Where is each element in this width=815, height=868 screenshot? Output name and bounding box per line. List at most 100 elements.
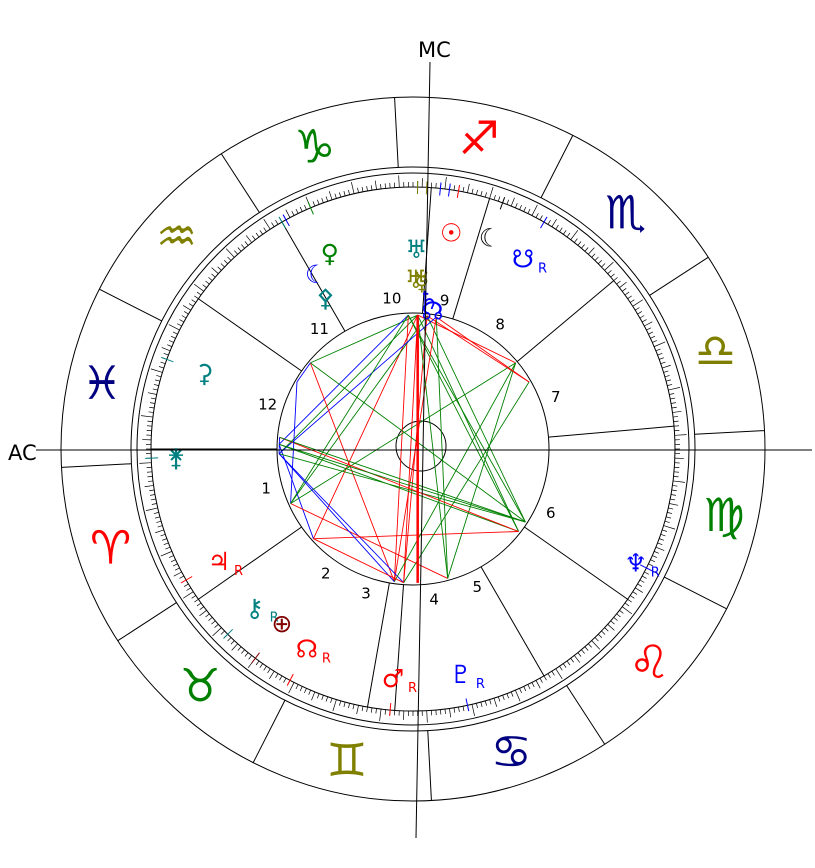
- degree-tick: [168, 340, 174, 343]
- degree-tick: [547, 673, 551, 679]
- degree-tick: [199, 610, 207, 617]
- degree-tick: [237, 646, 242, 651]
- degree-tick: [370, 707, 373, 713]
- house-cusp-line: [367, 582, 390, 708]
- degree-tick: [655, 348, 661, 352]
- degree-tick: [328, 191, 333, 200]
- degree-tick: [667, 384, 673, 386]
- degree-tick: [669, 503, 679, 506]
- house-number: 7: [551, 388, 561, 406]
- degree-tick: [639, 315, 645, 319]
- degree-tick: [170, 559, 176, 563]
- degree-tick: [152, 388, 158, 391]
- degree-tick: [657, 542, 663, 546]
- degree-tick: [275, 673, 279, 679]
- house-cusp-line: [548, 425, 675, 438]
- juno-icon: ⚵: [167, 443, 185, 472]
- degree-tick: [361, 706, 364, 712]
- degree-tick: [227, 637, 232, 642]
- degree-tick: [179, 319, 185, 323]
- sagittarius-sign: ♐: [458, 111, 499, 165]
- degree-tick: [312, 201, 316, 207]
- degree-tick: [145, 507, 158, 511]
- degree-tick: [283, 677, 287, 683]
- house-number: 8: [495, 315, 505, 333]
- degree-tick: [356, 705, 359, 715]
- degree-tick: [657, 352, 663, 356]
- degree-tick: [241, 244, 245, 249]
- sun-icon: ☉: [440, 218, 462, 247]
- house-cusp-line: [480, 566, 545, 677]
- pisces-sign: ♓: [81, 356, 122, 410]
- sign-glyphs: ♑♐♏♎♍♌♋♊♉♈♓♒: [81, 111, 744, 787]
- degree-tick: [241, 649, 245, 654]
- degree-tick: [361, 186, 364, 192]
- degree-tick: [559, 227, 563, 232]
- degree-tick: [635, 587, 644, 593]
- degree-tick: [591, 640, 601, 650]
- retrograde-mark: R: [538, 261, 547, 276]
- aspect-line: [279, 436, 519, 532]
- house-number: 1: [261, 479, 271, 497]
- degree-tick: [559, 666, 563, 671]
- mars-icon: ♂: [382, 664, 404, 693]
- degree-tick: [555, 224, 559, 230]
- degree-tick: [531, 682, 535, 688]
- midheaven-label: MC: [418, 38, 451, 62]
- planet-position-marker: [439, 182, 442, 196]
- degree-tick: [223, 259, 228, 264]
- degree-tick: [352, 704, 355, 710]
- degree-tick: [155, 516, 161, 519]
- libra-sign: ♎: [695, 324, 736, 378]
- aspect-line: [393, 316, 437, 582]
- degree-tick: [150, 368, 163, 373]
- degree-tick: [214, 624, 219, 628]
- degree-tick: [163, 352, 169, 356]
- degree-tick: [497, 196, 501, 202]
- degree-tick: [480, 191, 483, 197]
- degree-tick: [285, 209, 291, 218]
- house-cusp-line: [516, 280, 615, 362]
- degree-tick: [348, 703, 350, 709]
- degree-tick: [259, 663, 264, 668]
- degree-tick: [673, 416, 679, 418]
- degree-tick: [630, 299, 635, 303]
- degree-tick: [613, 617, 618, 621]
- degree-tick: [147, 392, 157, 395]
- degree-tick: [316, 199, 320, 205]
- degree-tick: [577, 652, 582, 657]
- degree-tick: [607, 624, 615, 631]
- degree-tick: [150, 397, 156, 400]
- degree-tick: [252, 235, 256, 240]
- degree-tick: [157, 525, 163, 528]
- degree-tick: [370, 185, 373, 191]
- degree-tick: [646, 327, 652, 331]
- sign-dividers: [61, 97, 765, 801]
- degree-tick: [181, 315, 187, 319]
- degree-tick: [196, 602, 202, 607]
- sign-divider: [220, 153, 260, 213]
- degree-tick: [384, 709, 386, 715]
- sign-divider: [540, 135, 574, 198]
- degree-tick: [519, 204, 522, 210]
- degree-tick: [662, 364, 671, 369]
- venus-icon: ♀: [321, 239, 339, 268]
- house-cusp-line: [281, 221, 346, 332]
- degree-tick: [622, 606, 633, 615]
- degree-tick: [670, 498, 676, 501]
- house-number: 6: [546, 504, 556, 522]
- degree-tick: [150, 498, 156, 501]
- degree-tick: [156, 375, 162, 378]
- degree-tick: [671, 406, 677, 409]
- degree-tick: [467, 183, 470, 193]
- sign-divider: [664, 576, 727, 610]
- degree-tick: [497, 696, 501, 702]
- aspect-line: [407, 314, 519, 532]
- degree-tick: [665, 379, 671, 382]
- house-cusps: [151, 187, 675, 711]
- degree-tick: [153, 512, 159, 514]
- degree-tick: [480, 701, 483, 707]
- degree-tick: [343, 701, 346, 707]
- degree-tick: [199, 606, 204, 610]
- planet-position-marker: [389, 702, 392, 717]
